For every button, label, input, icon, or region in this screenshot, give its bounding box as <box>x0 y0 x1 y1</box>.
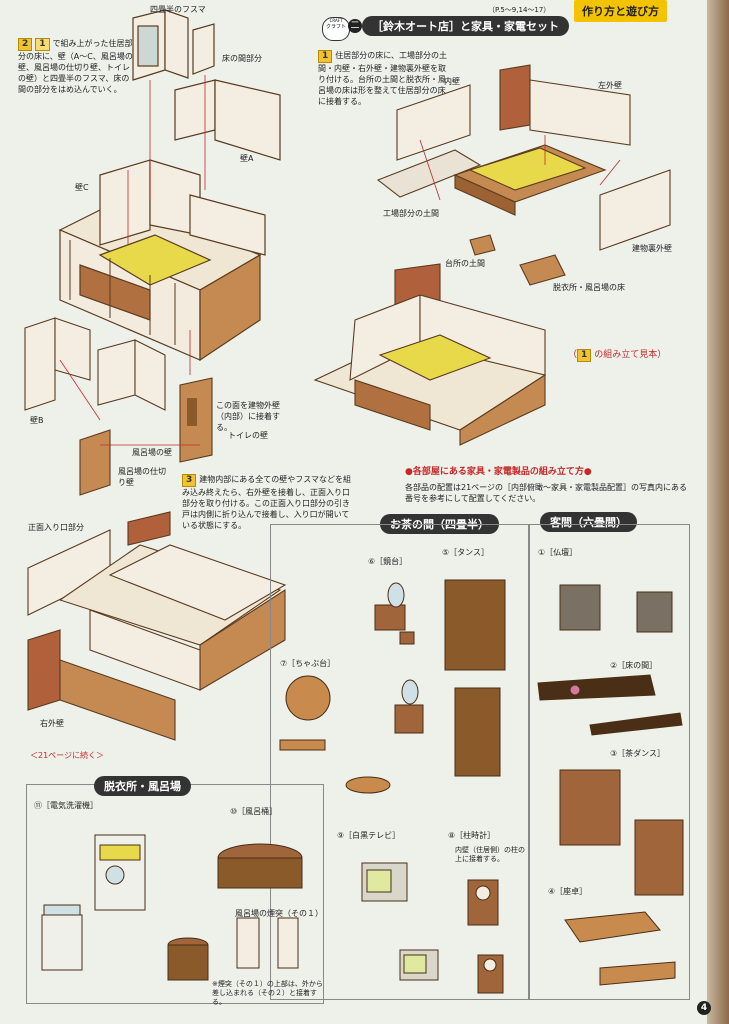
label-inner-wall: 内壁 <box>444 77 460 86</box>
label-kitchen-floor: 台所の土間 <box>445 259 485 268</box>
continue-note: ＜21ページに続く＞ <box>30 751 105 760</box>
label-toilet-wall: トイレの壁 <box>228 431 268 440</box>
chimney-label: 風呂場の煙突（その１） <box>235 909 323 918</box>
item-tv: ⑨［白黒テレビ］ <box>337 831 401 840</box>
label-bath-wall: 風呂場の壁 <box>132 448 172 457</box>
label-left-outer-wall: 左外壁 <box>598 81 622 90</box>
item-zataku: ④［座卓］ <box>548 887 588 896</box>
label-outer-wall-note: この面を建物外壁（内部）に接着する。 <box>216 401 280 432</box>
label-bath-partition: 風呂場の仕切り壁 <box>118 467 166 487</box>
kyakuma-title: 客間（六畳間） <box>540 512 637 532</box>
item-kyodai: ⑥［鏡台］ <box>368 557 408 566</box>
item-chabudai: ⑦［ちゃぶ台］ <box>280 659 336 668</box>
section-tag: 作り方と遊び方 <box>574 0 667 22</box>
item-tokonoma: ②［床の間］ <box>610 661 658 670</box>
item-chadansu: ③［茶ダンス］ <box>610 749 666 758</box>
label-back-wall: 建物裏外壁 <box>632 244 672 253</box>
ochanoma-panel <box>270 524 530 1000</box>
craft-number: 二 <box>348 19 362 33</box>
item-clock: ⑧［柱時計］ <box>448 831 496 840</box>
page-reference: （P.5〜9,14〜17） <box>488 6 551 14</box>
label-wall-b: 壁B <box>30 416 44 425</box>
page-title: ［鈴木オート店］と家具・家電セット <box>362 16 569 36</box>
label-wall-c: 壁C <box>75 183 89 192</box>
label-right-outer-wall: 右外壁 <box>40 719 64 728</box>
label-fusuma: 四畳半のフスマ <box>150 5 206 14</box>
item-bathtub: ⑩［風呂桶］ <box>230 807 278 816</box>
item-tansu: ⑤［タンス］ <box>442 548 490 557</box>
item-washer: ⑪［電気洗濯機］ <box>34 801 98 810</box>
furniture-heading: ●各部屋にある家具・家電製品の組み立て方● <box>405 467 592 477</box>
furniture-instructions: 各部品の配置は21ページの［内部俯瞰〜家具・家電製品配置］の写真内にある番号を参… <box>405 483 688 503</box>
chimney-note: ※煙突（その１）の上部は、外から差し込まれる（その２）と接着する。 <box>212 980 323 1006</box>
label-front-entrance: 正面入り口部分 <box>28 523 84 532</box>
item-butsudan: ①［仏壇］ <box>538 548 578 557</box>
page-number: 4 <box>697 1001 711 1015</box>
bath-title: 脱衣所・風呂場 <box>94 776 191 796</box>
book-spine-edge <box>707 0 729 1024</box>
label-factory-floor: 工場部分の土間 <box>383 209 439 218</box>
kyakuma-panel <box>528 524 690 1000</box>
label-tokonoma-part: 床の間部分 <box>222 54 262 63</box>
clock-note: 内壁（住居側）の柱の上に接着する。 <box>455 846 525 863</box>
label-wall-a: 壁A <box>240 154 254 163</box>
label-bath-floor: 脱衣所・風呂場の床 <box>553 283 625 292</box>
